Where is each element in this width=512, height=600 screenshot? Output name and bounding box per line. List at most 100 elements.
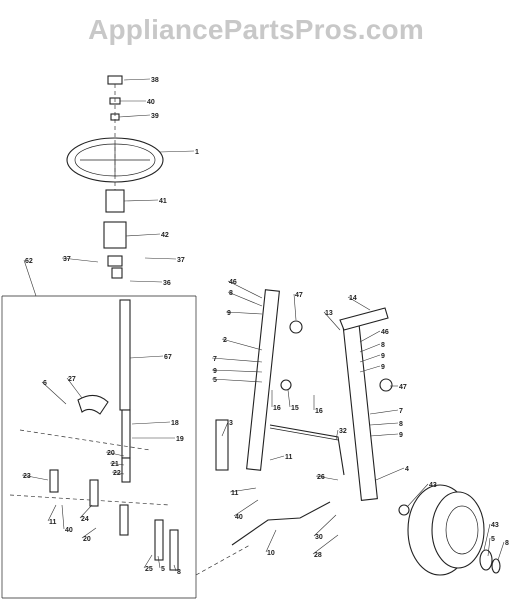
leader-line <box>233 499 259 517</box>
callout-number: 9 <box>381 353 385 360</box>
callout-23: 23 <box>21 473 49 481</box>
callout-16: 16 <box>313 395 323 415</box>
callout-27: 27 <box>66 376 83 399</box>
callout-30: 30 <box>313 514 337 541</box>
callout-number: 9 <box>227 310 231 317</box>
callout-number: 22 <box>113 470 121 477</box>
callout-number: 30 <box>315 534 323 541</box>
callout-number: 28 <box>314 552 322 559</box>
callout-number: 43 <box>491 522 499 529</box>
leader-line <box>47 504 57 522</box>
callout-8: 8 <box>173 564 181 576</box>
leader-line <box>143 554 153 569</box>
callout-40: 40 <box>61 504 73 534</box>
leader-line <box>369 409 399 415</box>
callout-1: 1 <box>159 149 199 156</box>
leader-line <box>118 114 151 118</box>
callout-number: 4 <box>405 466 409 473</box>
callout-number: 15 <box>291 405 299 412</box>
callout-number: 41 <box>159 198 167 205</box>
leader-line <box>221 421 229 437</box>
leader-line <box>23 259 37 297</box>
callout-8: 8 <box>359 342 385 353</box>
callout-7: 7 <box>369 408 403 415</box>
callout-number: 40 <box>65 527 73 534</box>
leader-line <box>265 529 277 553</box>
callout-5: 5 <box>211 377 263 384</box>
callout-38: 38 <box>123 77 159 84</box>
leader-line <box>227 280 263 299</box>
spindle-right <box>339 307 393 501</box>
callout-number: 46 <box>381 329 389 336</box>
leader-line <box>359 354 381 363</box>
callout-18: 18 <box>131 420 179 427</box>
leader-line <box>111 471 125 475</box>
leader-line <box>61 504 65 530</box>
callout-number: 8 <box>177 569 181 576</box>
callout-number: 27 <box>68 376 76 383</box>
leader-line <box>375 467 405 481</box>
callout-2: 2 <box>221 337 263 351</box>
callout-32: 32 <box>335 428 347 441</box>
callout-number: 8 <box>381 342 385 349</box>
leader-line <box>369 433 399 437</box>
callout-21: 21 <box>109 461 125 468</box>
leader-line <box>211 369 263 373</box>
callout-number: 2 <box>223 337 227 344</box>
callout-8: 8 <box>369 421 403 428</box>
callout-number: 6 <box>43 380 47 387</box>
callout-11: 11 <box>47 504 57 526</box>
leader-line <box>123 78 151 81</box>
callout-number: 47 <box>295 292 303 299</box>
leader-line <box>129 280 163 283</box>
callout-11: 11 <box>229 487 257 497</box>
leader-line <box>129 355 164 359</box>
wheel-assembly <box>398 484 501 576</box>
leader-line <box>109 462 125 466</box>
callout-number: 11 <box>285 454 293 461</box>
callout-43: 43 <box>407 482 437 507</box>
callout-4: 4 <box>375 466 409 481</box>
callout-number: 3 <box>229 420 233 427</box>
callout-25: 25 <box>143 554 153 573</box>
leader-line <box>229 487 257 493</box>
callout-number: 8 <box>399 421 403 428</box>
callout-number: 16 <box>273 405 281 412</box>
callout-number: 18 <box>171 420 179 427</box>
callout-62: 62 <box>23 258 37 297</box>
callout-19: 19 <box>132 436 184 443</box>
callout-number: 21 <box>111 461 119 468</box>
callout-number: 16 <box>315 408 323 415</box>
leader-line <box>483 523 491 551</box>
callout-67: 67 <box>129 354 172 361</box>
callout-number: 5 <box>213 377 217 384</box>
callout-26: 26 <box>315 474 339 481</box>
callout-14: 14 <box>347 295 371 311</box>
callout-number: 37 <box>63 256 71 263</box>
leader-line <box>21 474 49 481</box>
leader-line <box>173 564 177 572</box>
callout-6: 6 <box>41 380 67 405</box>
callout-number: 13 <box>325 310 333 317</box>
callout-number: 14 <box>349 295 357 302</box>
callout-number: 39 <box>151 113 159 120</box>
callout-number: 20 <box>107 450 115 457</box>
callout-9: 9 <box>211 368 263 375</box>
spindle-left <box>215 289 303 471</box>
leader-line <box>359 365 381 373</box>
callout-47: 47 <box>293 292 303 321</box>
leader-line <box>225 311 263 315</box>
callout-number: 43 <box>429 482 437 489</box>
callout-number: 32 <box>339 428 347 435</box>
callout-number: 9 <box>213 368 217 375</box>
callout-number: 25 <box>145 566 153 573</box>
callout-number: 19 <box>176 436 184 443</box>
callout-number: 67 <box>164 354 172 361</box>
leader-line <box>61 257 99 263</box>
leader-line <box>211 357 263 363</box>
leader-line <box>359 330 381 343</box>
leader-line <box>335 429 339 441</box>
callout-number: 40 <box>235 514 243 521</box>
leader-line <box>407 483 429 507</box>
